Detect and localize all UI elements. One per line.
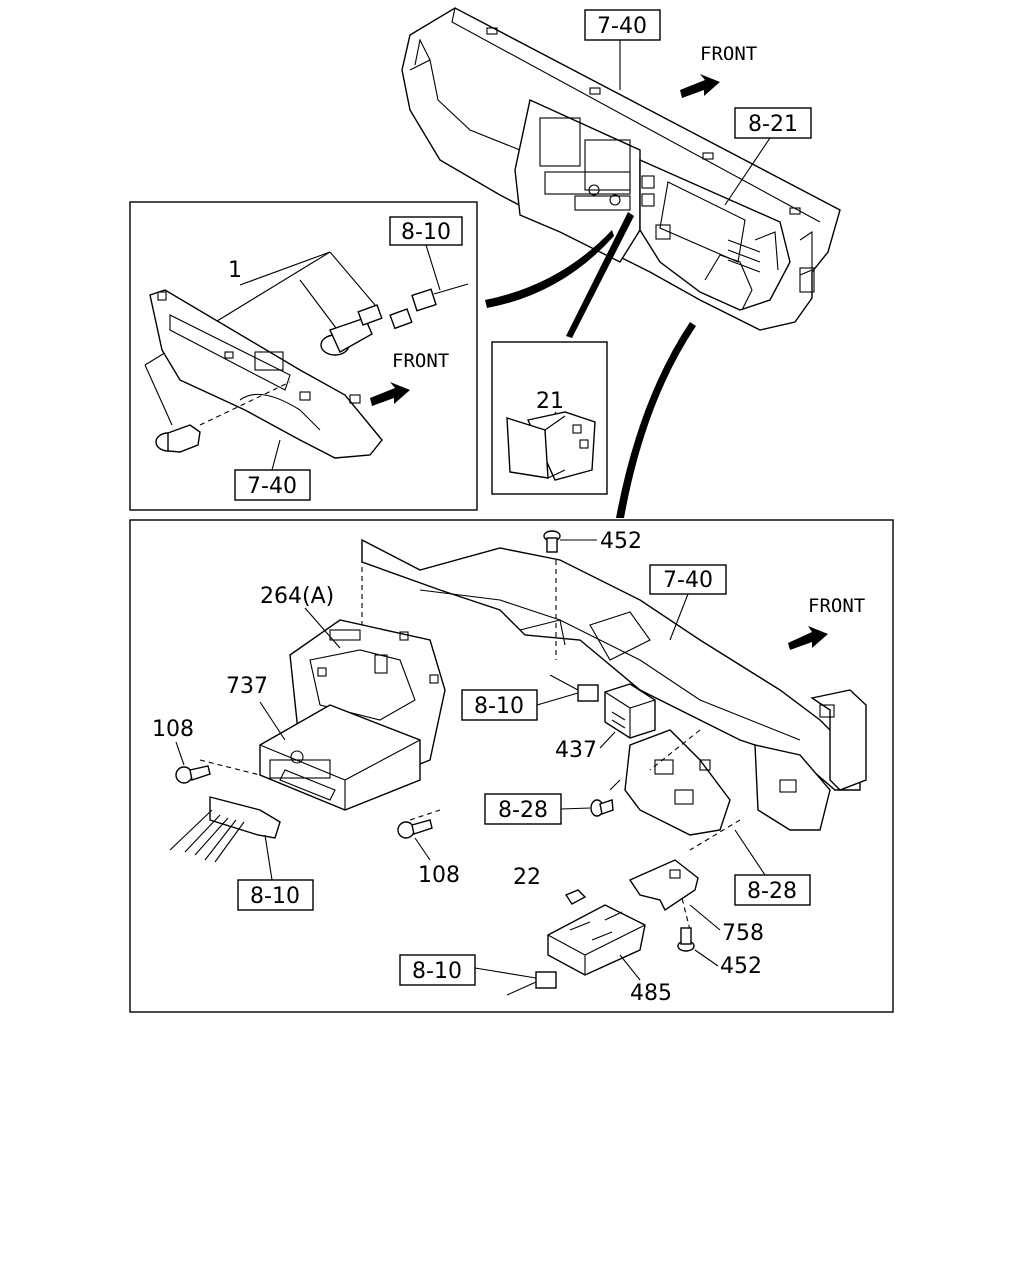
ref-box-8-21 <box>734 107 812 139</box>
switch-panel-inset <box>129 201 478 511</box>
top-callouts: 7-40 FRONT 8-21 <box>584 9 812 206</box>
part-number-label: 1 <box>228 258 242 283</box>
ref-label: 8-28 <box>498 798 548 823</box>
part-number-label: 758 <box>722 921 764 946</box>
ref-label: 8-10 <box>250 884 300 909</box>
front-arrow-icon <box>370 382 410 406</box>
part-number-label: 485 <box>630 981 672 1006</box>
part-21-inset <box>491 341 608 495</box>
switch-panel-detail: 8-10 1 FRONT 7-40 <box>144 216 469 501</box>
ref-label: 8-10 <box>474 694 524 719</box>
ref-box-7-40-top <box>584 9 661 41</box>
part-number-label: 22 <box>513 865 541 890</box>
front-arrow-icon <box>680 74 720 98</box>
ref-label: 8-28 <box>747 879 797 904</box>
front-label: FRONT <box>392 350 449 372</box>
ref-label: 8-10 <box>412 959 462 984</box>
dashboard-assembly <box>401 7 841 331</box>
main-callouts: 452 7-40 FRONT 264(A) 737 8-10 108 437 8… <box>152 529 865 1006</box>
ref-box-8-28-right <box>734 874 811 906</box>
part-number-label: 21 <box>536 389 564 414</box>
screw-452-bottom-icon <box>677 927 695 952</box>
part-number-label: 737 <box>226 674 268 699</box>
ref-box-7-40-inset <box>234 469 311 501</box>
ref-box-7-40-main <box>649 564 727 595</box>
ref-label: 7-40 <box>597 14 647 39</box>
part-number-label: 452 <box>600 529 642 554</box>
control-unit-assembly-frame <box>129 519 894 1013</box>
callout-leaders <box>485 212 696 518</box>
front-label: FRONT <box>808 595 865 617</box>
front-arrow-icon <box>788 626 828 650</box>
pad-22 <box>564 889 587 905</box>
ref-box-8-10-left <box>237 879 314 911</box>
part-number-label: 264(A) <box>260 584 334 609</box>
ref-box-8-28-left <box>484 793 562 825</box>
front-label: FRONT <box>700 43 757 65</box>
part-number-label: 437 <box>555 738 597 763</box>
part-number-label: 108 <box>418 863 460 888</box>
screw-8-28-icon <box>590 799 614 817</box>
ref-label: 7-40 <box>663 568 713 593</box>
part-number-label: 108 <box>152 717 194 742</box>
bolt-108-left-icon <box>175 765 211 784</box>
screw-452-top-icon <box>543 530 561 553</box>
control-unit-assembly <box>169 530 867 996</box>
ref-label: 7-40 <box>247 474 297 499</box>
part-21-detail: 21 <box>506 389 596 481</box>
bolt-108-bottom-icon <box>397 819 433 839</box>
part-number-label: 452 <box>720 954 762 979</box>
ref-label: 8-10 <box>401 220 451 245</box>
ref-label: 8-21 <box>748 112 798 137</box>
ref-box-8-10-bottom <box>399 954 476 986</box>
